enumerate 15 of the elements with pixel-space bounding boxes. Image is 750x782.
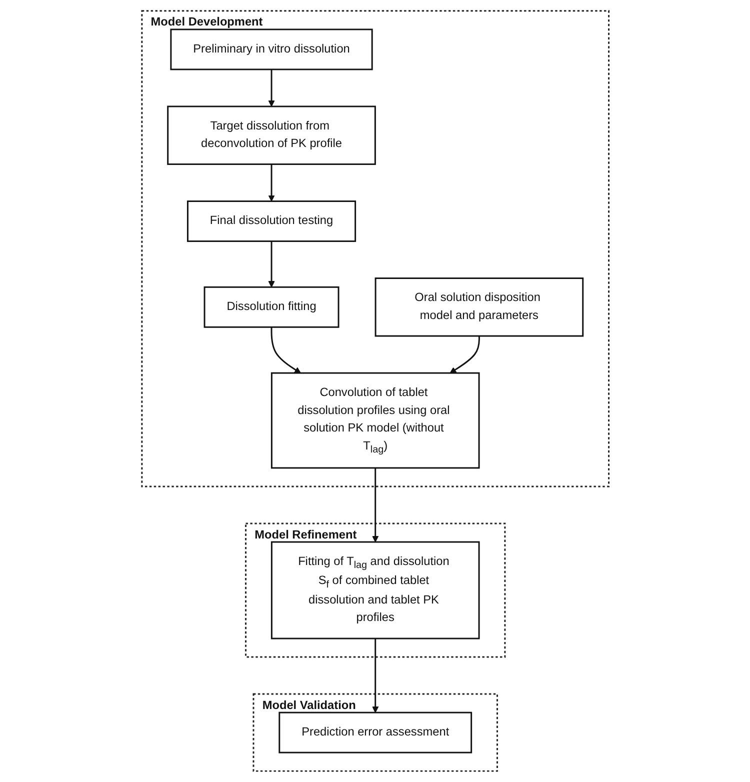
node-box: Convolution of tablet dissolution profiles using oral solution PK model (without T$_{lag}$): [270, 372, 480, 469]
arrow: [268, 164, 274, 202]
node-box: Prediction error assessment: [278, 712, 472, 754]
arrow: [372, 638, 378, 713]
node-box: Preliminary in vitro dissolution: [170, 28, 372, 70]
node-box: Target dissolution from deconvolution of PK profile: [166, 106, 376, 165]
arrow: [268, 69, 274, 107]
arrow: [449, 336, 480, 374]
node-box: Dissolution fitting: [203, 286, 339, 328]
node-box: Fitting of T$_{lag}$ and dissolution S$_{f}$ of combined tablet dissolution and tablet PK profiles: [270, 541, 480, 640]
node-box: Oral solution disposition model and parameters: [374, 278, 584, 337]
arrow: [270, 327, 301, 374]
arrow: [268, 241, 274, 288]
node-box: Final dissolution testing: [186, 200, 356, 242]
arrow: [372, 468, 378, 542]
